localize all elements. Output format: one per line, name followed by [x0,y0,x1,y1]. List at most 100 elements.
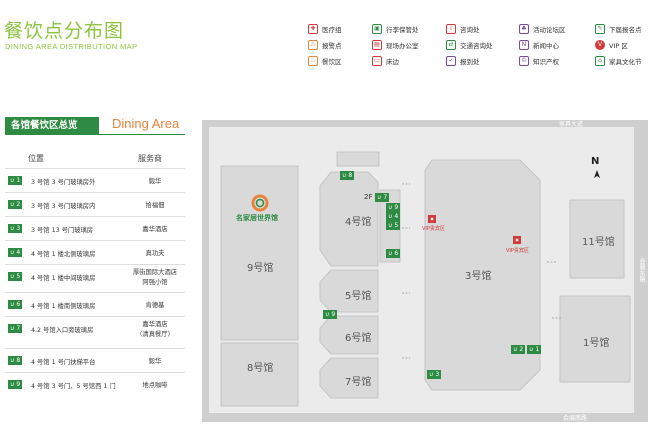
map-marker[interactable]: ∪ 2 [511,345,526,354]
hall-5-label: 5号馆 [345,291,372,302]
map-marker[interactable]: ∪ 9 [386,203,401,212]
row-number: 5 [16,273,21,280]
map-marker-number: 8 [348,172,353,179]
row-number: 2 [16,201,21,208]
furniture-icon: ⌂ [595,56,605,66]
row-number: 4 [16,249,21,256]
legend-item-ip: © 知识产权 [519,56,559,66]
map-marker-number: 2 [519,346,524,353]
map-marker-number: 9 [394,204,399,211]
bowl-icon: ∪ [10,301,17,308]
legend-label: 医疗组 [322,26,342,34]
map-marker[interactable]: ∪ 3 [427,370,442,379]
bowl-icon: ∪ [529,346,534,353]
hall-9-building [220,165,299,341]
legend-label: 知识产权 [533,58,559,66]
legend-item-bed: ▭床边 [372,56,399,66]
row-service: 厚街国际大酒店 [132,269,178,276]
legend-label: 咨询处 [460,26,480,34]
legend-label: 行李保管处 [386,26,419,34]
alarm-icon: ⚠ [308,40,318,50]
hall-7-building [319,357,379,399]
row-number-badge: ∪ 4 [8,248,23,257]
hall-4-label: 4号馆 [345,217,372,228]
map-marker-number: 1 [535,346,540,353]
vip-label-hall4: VIP贵宾区 [422,226,445,232]
vip-label-hall3: VIP贵宾区 [506,248,529,254]
row-number: 1 [16,177,21,184]
row-service: 阿强小馆 [142,279,168,286]
bowl-icon: ∪ [10,201,17,208]
row-number-badge: ∪ 2 [8,200,23,209]
panel-heading-en: Dining Area [112,116,180,131]
row-number-badge: ∪ 1 [8,176,23,185]
bowl-icon: ∪ [342,172,347,179]
page-subtitle: DINING AREA DISTRIBUTION MAP [5,42,138,51]
bowl-icon: ∪ [513,346,518,353]
row-location: 4 号馆 3 号门、5 号馆西 1 门 [31,383,116,390]
row-number: 9 [16,381,21,388]
row-number: 7 [16,325,21,332]
hall-3-building [424,159,541,391]
map-marker-number: 5 [394,222,399,229]
row-service: （清真餐厅） [136,331,174,338]
vip-icon: V [595,40,605,50]
bowl-icon: ∪ [10,177,17,184]
row-location: 4 号馆 1 楼中间玻璃房 [31,275,96,282]
map-marker[interactable]: ∪ 9 [323,310,338,319]
map-marker-number: 3 [435,371,440,378]
row-location: 3 号馆 3 号门玻璃房内 [31,203,96,210]
bowl-icon: ∪ [10,249,17,256]
panel-divider [5,134,185,135]
hall-3-label: 3号馆 [465,271,492,282]
legend-item-transport: ⇄交通咨询处 [446,40,493,50]
dining-icon: ♨ [308,56,318,66]
hall-6-building [319,315,379,355]
north-arrow-icon [594,170,600,178]
bed-icon: ▭ [372,56,382,66]
legend-label: 活动论坛区 [533,26,566,34]
panel-heading: 各馆餐饮区总览 [5,117,99,134]
bowl-icon: ∪ [388,204,393,211]
hall-11-building [569,199,625,279]
row-location: 4 号馆 1 号门扶梯平台 [31,359,96,366]
legend-item-medical: ✚医疗组 [308,24,342,34]
hall-4-annex [336,151,380,167]
map-marker[interactable]: ∪ 6 [386,249,401,258]
map-marker[interactable]: ∪ 1 [527,345,542,354]
map-marker-number: 4 [394,213,399,220]
logo-ring [251,194,269,212]
map-marker[interactable]: ∪ 8 [340,171,355,180]
news-icon: N [519,40,529,50]
registration-icon: ✎ [595,24,605,34]
row-number-badge: ∪ 3 [8,224,23,233]
luggage-icon: ▣ [372,24,382,34]
map-marker-number: 7 [383,194,388,201]
column-header-location: 位置 [28,154,44,163]
road-label-top: 家具大道 [559,121,584,128]
hall-9-label: 9号馆 [247,263,274,274]
legend-label: 餐饮区 [322,58,342,66]
row-service: 肯德基 [145,302,165,309]
row-location: 4 号馆 1 楼南侧玻璃房 [31,303,96,310]
row-number-badge: ∪ 9 [8,380,23,389]
map-marker[interactable]: ∪ 5 [386,221,401,230]
bowl-icon: ∪ [10,381,17,388]
map-marker[interactable]: ∪ 4 [386,212,401,221]
hall-1-building [559,295,631,383]
ip-icon: © [519,56,529,66]
row-location: 3 号馆 3 号门玻璃房外 [31,179,96,186]
road-top [209,120,634,127]
legend-item-dining: ♨ 餐饮区 [308,56,342,66]
row-number: 3 [16,225,21,232]
legend-item-furniture: ⌂家具文化节 [595,56,642,66]
map-marker[interactable]: ∪ 7 [375,193,390,202]
